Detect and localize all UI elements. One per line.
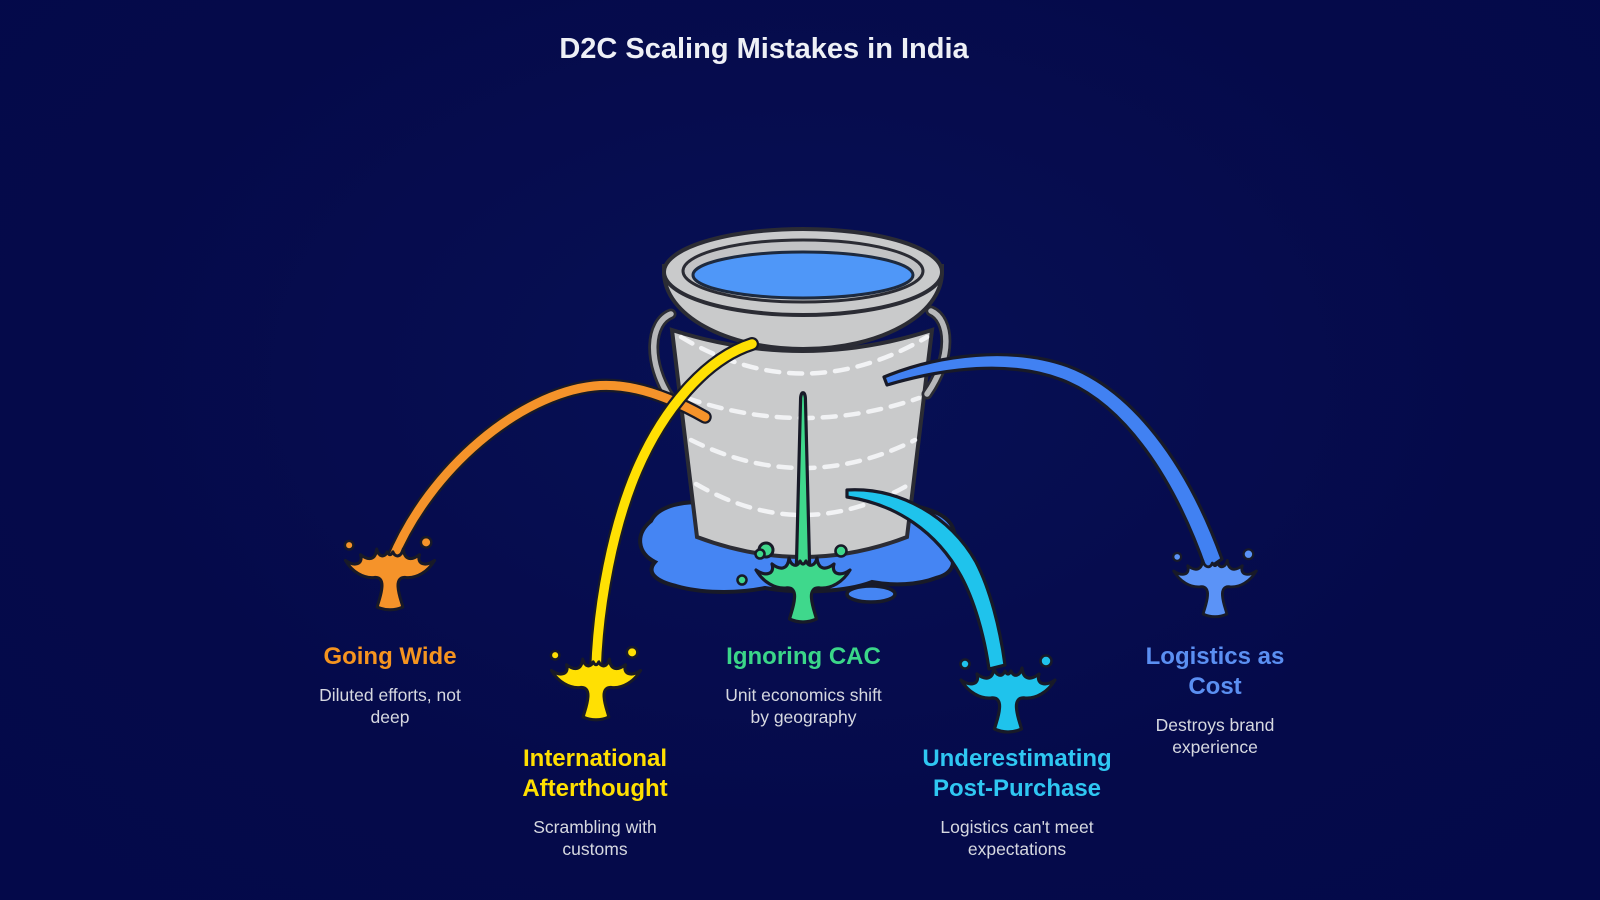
green-drip-dot-small bbox=[736, 574, 748, 586]
page-title: D2C Scaling Mistakes in India bbox=[559, 33, 969, 65]
mistake-label: Ignoring CAC bbox=[726, 643, 881, 670]
mistake-label: Logistics as Cost bbox=[1145, 643, 1285, 700]
mistake-description: Unit economics shift by geography bbox=[725, 685, 882, 727]
mistake-description: Scrambling with customs bbox=[533, 817, 657, 859]
stream-yellow bbox=[589, 337, 759, 677]
mistake-description: Logistics can't meet expectations bbox=[940, 817, 1094, 859]
mistake-description: Destroys brand experience bbox=[1155, 715, 1275, 757]
mistake-label: Underestimating Post-Purchase bbox=[922, 745, 1112, 802]
stream-orange bbox=[385, 378, 712, 567]
mistake-label: Going Wide bbox=[323, 643, 457, 670]
mistake-item-going-wide: Going Wide Diluted efforts, not deep bbox=[300, 642, 480, 728]
bucket-handle-right bbox=[921, 305, 952, 400]
splash-icon-cyan bbox=[958, 653, 1057, 734]
puddle-droplet bbox=[845, 584, 897, 604]
splash-icon-orange bbox=[343, 535, 437, 612]
bucket-handle-left bbox=[648, 308, 677, 405]
mistake-item-international-afterthought: International Afterthought Scrambling wi… bbox=[505, 744, 685, 860]
mistake-item-ignoring-cac: Ignoring CAC Unit economics shift by geo… bbox=[716, 642, 891, 728]
stream-cyan bbox=[845, 488, 1007, 671]
mistake-item-underestimating-post-purchase: Underestimating Post-Purchase Logistics … bbox=[902, 744, 1132, 860]
mistake-label: International Afterthought bbox=[522, 745, 668, 802]
mistake-description: Diluted efforts, not deep bbox=[319, 685, 461, 727]
stream-green bbox=[794, 391, 812, 584]
bucket-water bbox=[691, 250, 915, 300]
mistake-item-logistics-as-cost: Logistics as Cost Destroys brand experie… bbox=[1135, 642, 1295, 758]
